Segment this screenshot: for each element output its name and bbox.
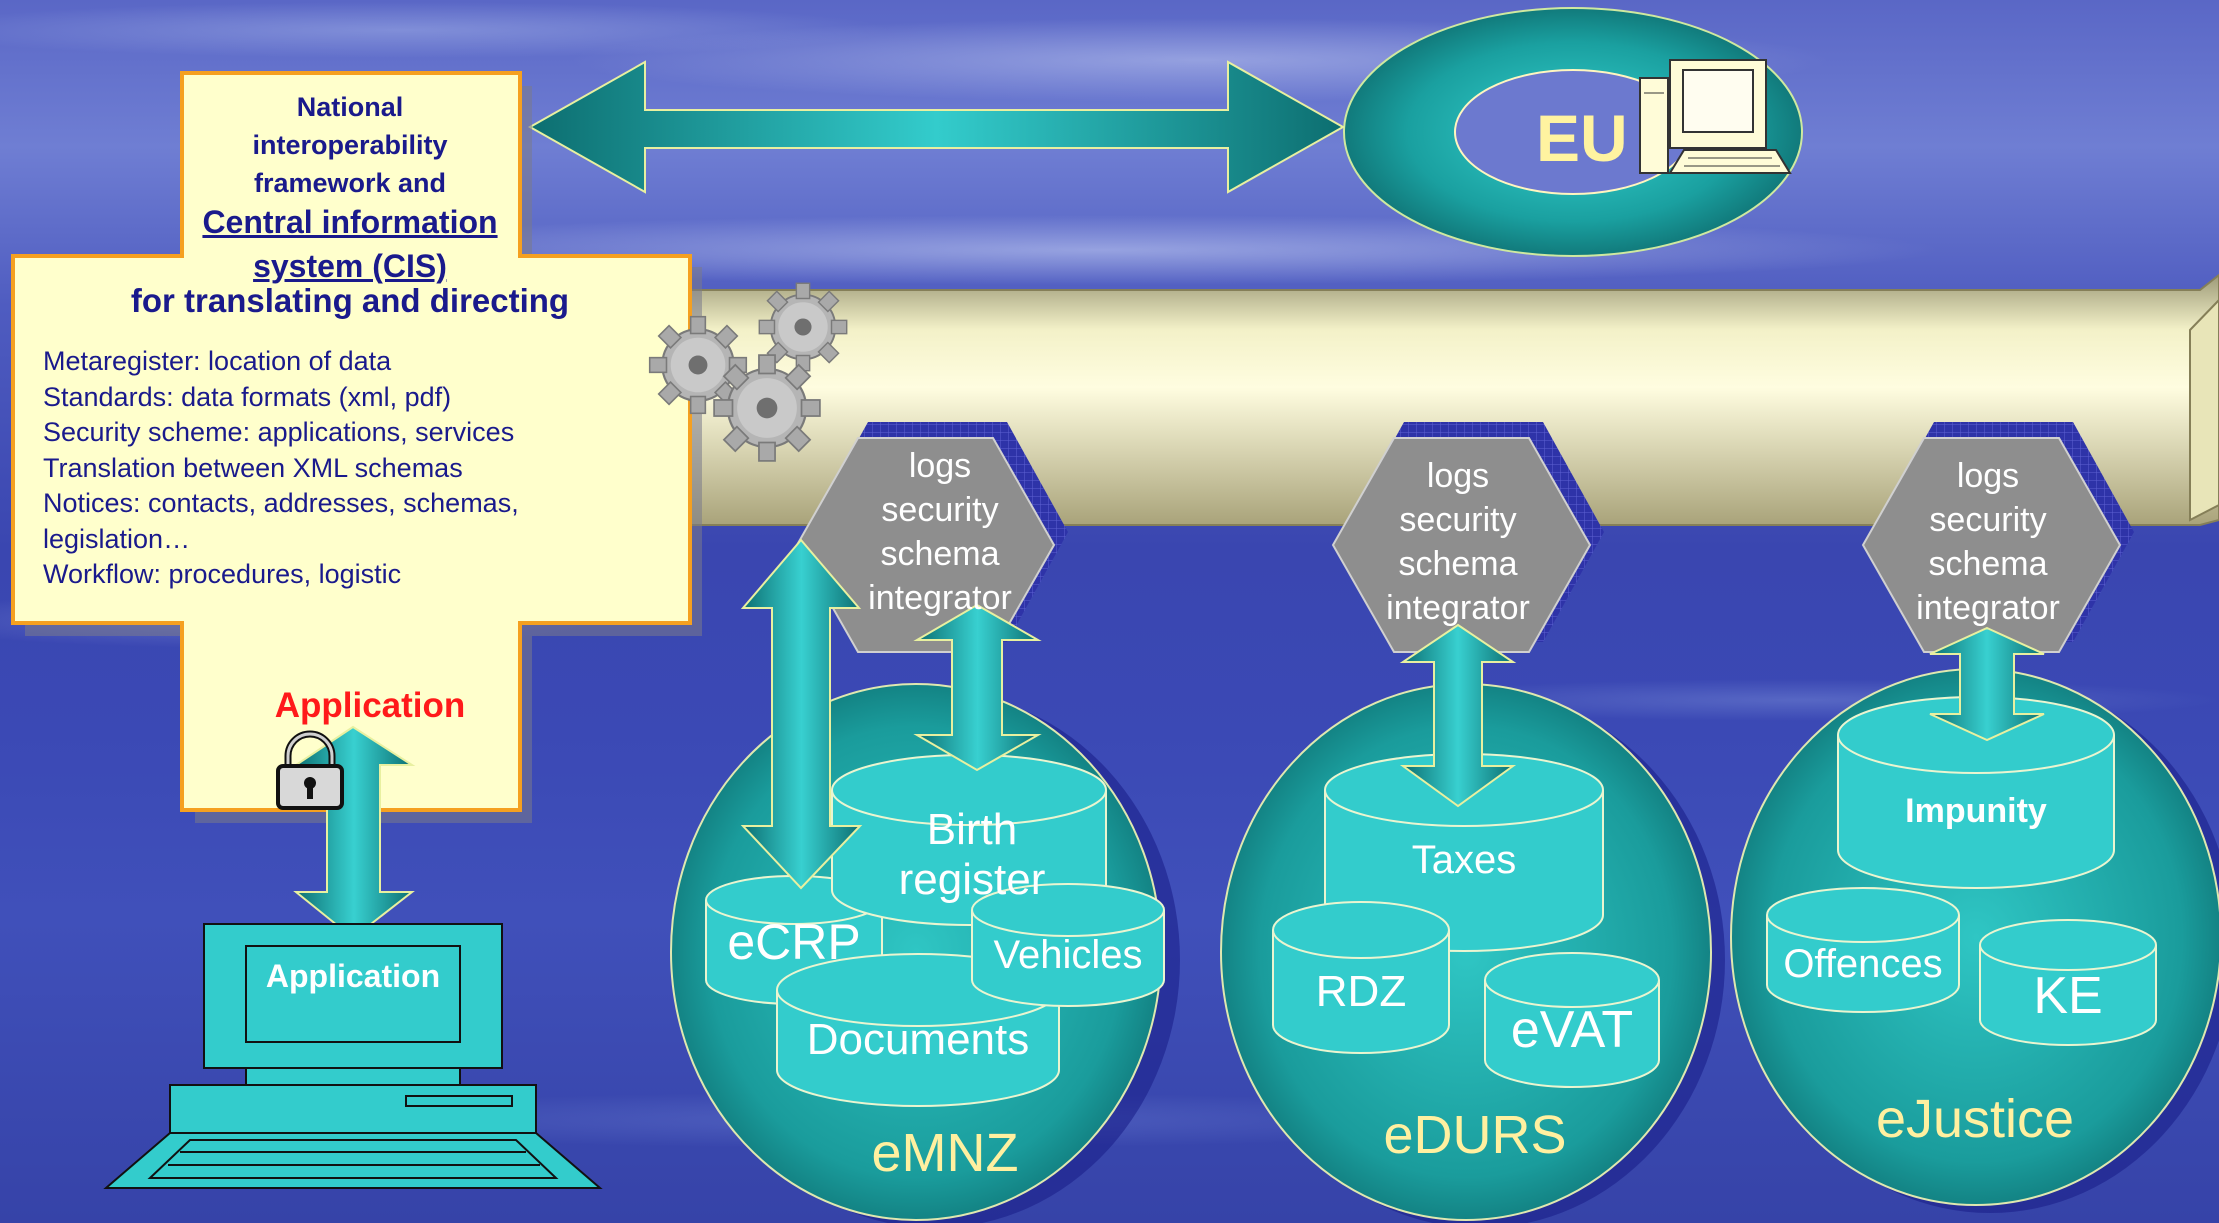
cis-eu-double-arrow	[527, 60, 1346, 194]
cis-title-line: framework and	[253, 168, 447, 198]
cis-title: National interoperability framework and	[180, 88, 520, 202]
hex-line: security	[1399, 501, 1517, 539]
database-label-ecrp: eCRP	[727, 914, 861, 970]
hexagon-label-edurs: logs security schema integrator	[1328, 454, 1588, 630]
hexagon-label-ejustice: logs security schema integrator	[1858, 454, 2118, 630]
eu-label: EU	[1536, 101, 1628, 175]
database-evat	[1484, 952, 1660, 1088]
hex-line: logs	[1426, 457, 1490, 495]
cis-detail-item: Translation between XML schemas	[43, 452, 463, 483]
cis-subtitle: for translating and directing	[130, 282, 570, 319]
hex-line: integrator	[1916, 589, 2060, 627]
hex-line: security	[881, 491, 999, 529]
arrow-impunity-hex	[1929, 626, 2045, 742]
hex-line: logs	[1956, 457, 2020, 495]
cis-details-list: Metaregister: location of data Standards…	[43, 344, 643, 593]
database-label-taxes: Taxes	[1411, 838, 1517, 882]
database-label-impunity: Impunity	[1905, 792, 2047, 830]
cis-detail-item: Standards: data formats (xml, pdf)	[43, 381, 452, 412]
cis-cross-box	[11, 71, 692, 812]
lock-icon	[276, 730, 344, 810]
database-label-documents: Documents	[806, 1015, 1030, 1064]
zone-label-edurs: eDURS	[1383, 1105, 1567, 1165]
computer-screen-label: Application	[265, 958, 441, 994]
cis-detail-item: Notices: contacts, addresses, schemas,	[43, 488, 519, 518]
cis-detail-item: Workflow: procedures, logistic	[43, 559, 402, 589]
zone-label-ejustice: eJustice	[1875, 1089, 2075, 1149]
cis-link-line[interactable]: Central information	[202, 204, 498, 240]
database-rdz	[1272, 901, 1450, 1054]
cis-link[interactable]: Central information system (CIS)	[180, 200, 520, 288]
database-label-ke: KE	[2033, 967, 2103, 1025]
database-vehicles	[971, 883, 1165, 1007]
hex-line: integrator	[868, 579, 1012, 617]
eu-computer-icon	[1639, 59, 1792, 174]
hexagon-emnz	[795, 422, 1068, 653]
cis-title-line: interoperability	[252, 130, 448, 160]
hex-line: schema	[1398, 545, 1518, 583]
arrow-application-cis	[292, 725, 416, 940]
database-label-birth-register: Birth register	[898, 805, 1046, 904]
database-offences	[1766, 887, 1960, 1013]
hex-line: logs	[908, 447, 972, 485]
cis-detail-item: Security scheme: applications, services	[43, 417, 515, 447]
hex-line: security	[1929, 501, 2047, 539]
cis-title-line: National	[296, 92, 404, 122]
desktop-computer-icon	[103, 923, 603, 1189]
database-label-evat: eVAT	[1510, 1001, 1634, 1059]
database-ke	[1979, 919, 2157, 1046]
hexagon-ejustice	[1861, 422, 2134, 653]
database-label-vehicles: Vehicles	[993, 933, 1143, 977]
arrow-ecrp-bus	[740, 538, 863, 890]
arrow-taxes-hex	[1399, 623, 1517, 808]
cis-link-line[interactable]: system (CIS)	[253, 248, 447, 284]
cis-detail-item: Metaregister: location of data	[43, 346, 392, 376]
zone-label-emnz: eMNZ	[871, 1123, 1019, 1183]
database-label-offences: Offences	[1783, 942, 1943, 986]
cis-detail-item: legislation…	[43, 523, 191, 554]
hexagon-label-emnz: logs security schema integrator	[810, 444, 1070, 620]
hex-line: schema	[880, 535, 1000, 573]
database-label-rdz: RDZ	[1315, 967, 1407, 1016]
hex-line: schema	[1928, 545, 2048, 583]
hex-line: integrator	[1386, 589, 1530, 627]
hexagon-edurs	[1331, 422, 1604, 653]
arrow-birth-hex	[913, 603, 1042, 772]
cis-application-label: Application	[274, 686, 466, 725]
